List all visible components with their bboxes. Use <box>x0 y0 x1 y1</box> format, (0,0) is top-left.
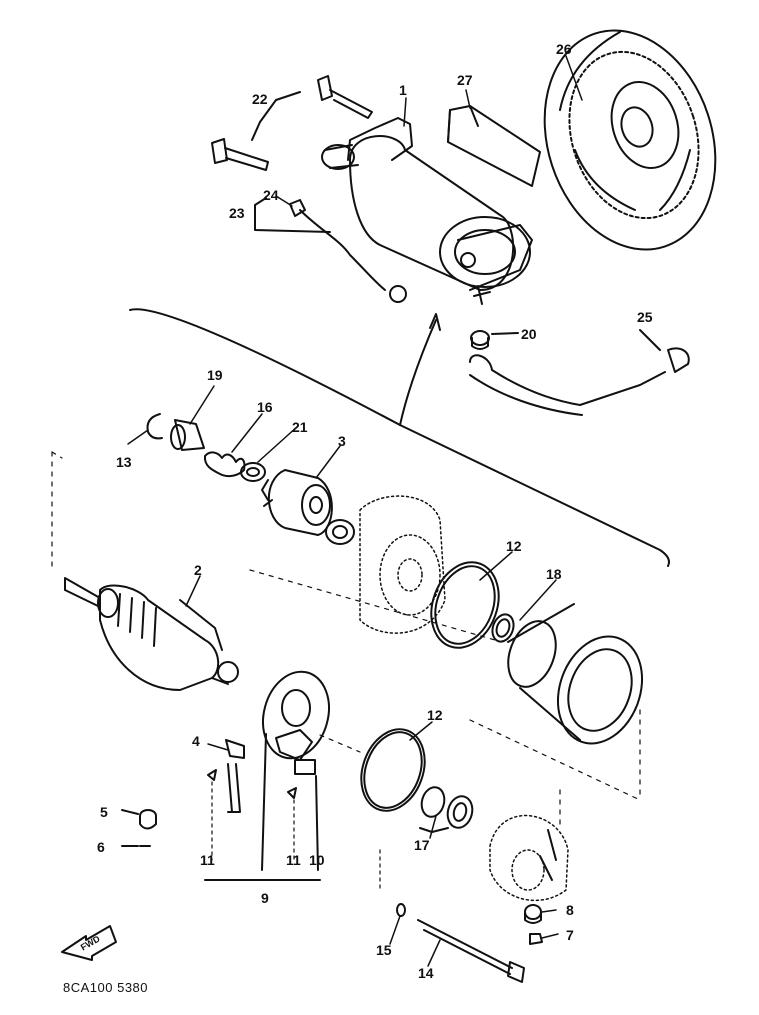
brush-plate-9 <box>261 670 330 871</box>
part-label-27: 27 <box>457 72 473 88</box>
bolt-14-washer-15 <box>379 849 525 983</box>
part-label-1: 1 <box>399 82 407 98</box>
part-label-25: 25 <box>637 309 653 325</box>
drawing-code: 8CA100 5380 <box>63 980 149 995</box>
armature-2 <box>64 577 239 691</box>
part-label-2: 2 <box>194 562 202 578</box>
assembly-arrow <box>399 319 437 426</box>
part-label-17: 17 <box>414 837 430 853</box>
part-label-6: 6 <box>97 839 105 855</box>
part-label-20: 20 <box>521 326 537 342</box>
part-label-19: 19 <box>207 367 223 383</box>
part-label-3: 3 <box>338 433 346 449</box>
part-label-8: 8 <box>566 902 574 918</box>
flywheel-ring-gear <box>543 29 717 251</box>
o-rings-top <box>430 561 515 649</box>
starter-motor-assembly <box>321 117 533 305</box>
yoke-housing <box>507 603 644 745</box>
dashed-guides <box>51 451 641 831</box>
part-label-9: 9 <box>261 890 269 906</box>
bracket-line <box>129 308 670 567</box>
part-label-10: 10 <box>309 852 325 868</box>
bolts-22 <box>211 75 373 171</box>
part-label-24: 24 <box>263 187 279 203</box>
small-parts-top-row <box>146 413 266 482</box>
arrow-head <box>429 313 441 331</box>
fwd-badge <box>61 925 117 961</box>
part-label-13: 13 <box>116 454 132 470</box>
part-label-23: 23 <box>229 205 245 221</box>
lead-wire-23 <box>254 197 407 303</box>
o-rings-lower <box>360 728 474 833</box>
part-label-26: 26 <box>556 41 572 57</box>
part-label-11-left: 11 <box>200 852 215 868</box>
part-label-11-right: 11 <box>286 852 301 868</box>
part-label-14: 14 <box>418 965 434 981</box>
leader-lines <box>127 55 583 967</box>
part-label-12-top: 12 <box>506 538 522 554</box>
cable-25 <box>469 329 690 416</box>
part-label-22: 22 <box>252 91 268 107</box>
front-housing <box>359 495 446 634</box>
part-label-21: 21 <box>292 419 308 435</box>
nut-20 <box>470 330 519 350</box>
part-label-18: 18 <box>546 566 562 582</box>
part-label-5: 5 <box>100 804 108 820</box>
part-label-12-lower: 12 <box>427 707 443 723</box>
brush-and-springs <box>121 739 321 881</box>
part-label-16: 16 <box>257 399 273 415</box>
end-cover-3 <box>261 469 355 545</box>
part-label-15: 15 <box>376 942 392 958</box>
rear-cover <box>489 814 569 945</box>
part-label-4: 4 <box>192 733 200 749</box>
part-label-7: 7 <box>566 927 574 943</box>
part-27-bar <box>447 105 541 187</box>
